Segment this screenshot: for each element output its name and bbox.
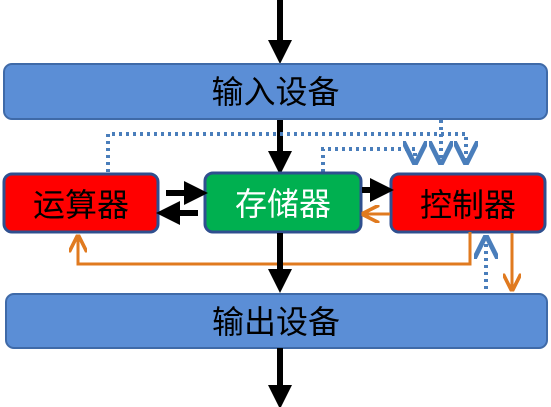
controller-box: [389, 172, 547, 234]
controller-to-alu-control-line: [78, 232, 472, 266]
output-device-label: 输出设备: [212, 303, 340, 341]
alu-label: 运算器: [33, 186, 129, 224]
controller-label: 控制器: [420, 186, 516, 224]
memory-label: 存储器: [235, 185, 331, 223]
alu-status-dotted-line: [106, 132, 466, 172]
memory-status-dotted-line: [321, 149, 415, 172]
output-device-box: [5, 293, 548, 349]
input-device-box: [3, 63, 548, 120]
input-device-label: 输入设备: [211, 73, 339, 111]
